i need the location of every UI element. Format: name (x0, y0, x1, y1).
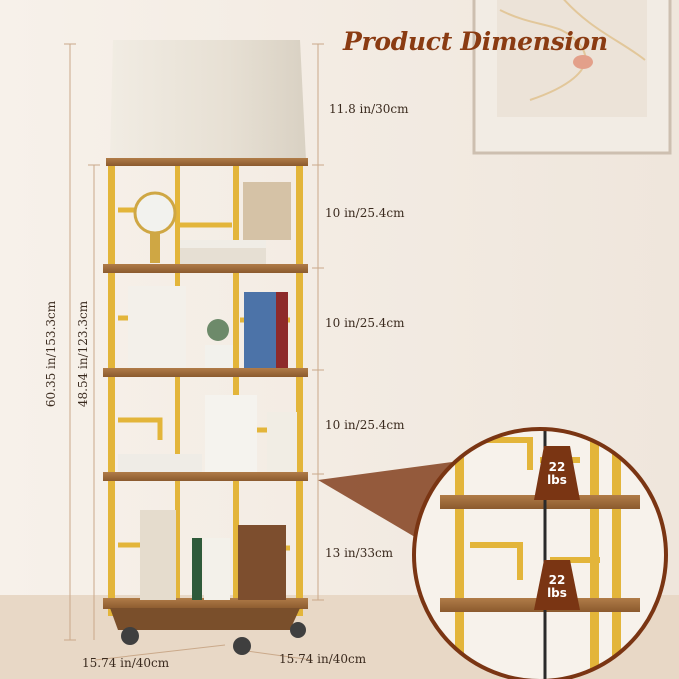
dimension-label-shelf-height: 48.54 in/123.3cm (76, 300, 91, 408)
load-badge-lower: 22 lbs (537, 574, 577, 600)
zoom-detail (412, 427, 668, 679)
shelf-items (118, 182, 297, 600)
dimension-label-tier1: 10 in/25.4cm (325, 206, 405, 220)
dimension-label-total-height: 60.35 in/153.3cm (44, 300, 59, 408)
wall-art-frame (472, 0, 672, 155)
load-badge-upper: 22 lbs (537, 461, 577, 487)
load-badge-value: 22 (548, 460, 566, 474)
load-badge-unit: lbs (547, 586, 567, 600)
dimension-label-lampshade: 11.8 in/30cm (329, 102, 409, 116)
dimension-label-width: 15.74 in/40cm (82, 656, 170, 670)
page-title: Product Dimension (343, 27, 608, 56)
dimension-label-tier3: 10 in/25.4cm (325, 418, 405, 432)
dimension-label-bottom: 13 in/33cm (325, 546, 394, 560)
load-badge-value: 22 (548, 573, 566, 587)
dimension-label-depth: 15.74 in/40cm (279, 652, 367, 666)
weight-icon (534, 560, 580, 610)
weight-icon (534, 446, 580, 500)
load-badge-unit: lbs (547, 473, 567, 487)
caster-wheels (121, 622, 306, 655)
dimension-label-tier2: 10 in/25.4cm (325, 316, 405, 330)
lampshade (106, 40, 308, 166)
dimension-lines (64, 43, 324, 661)
